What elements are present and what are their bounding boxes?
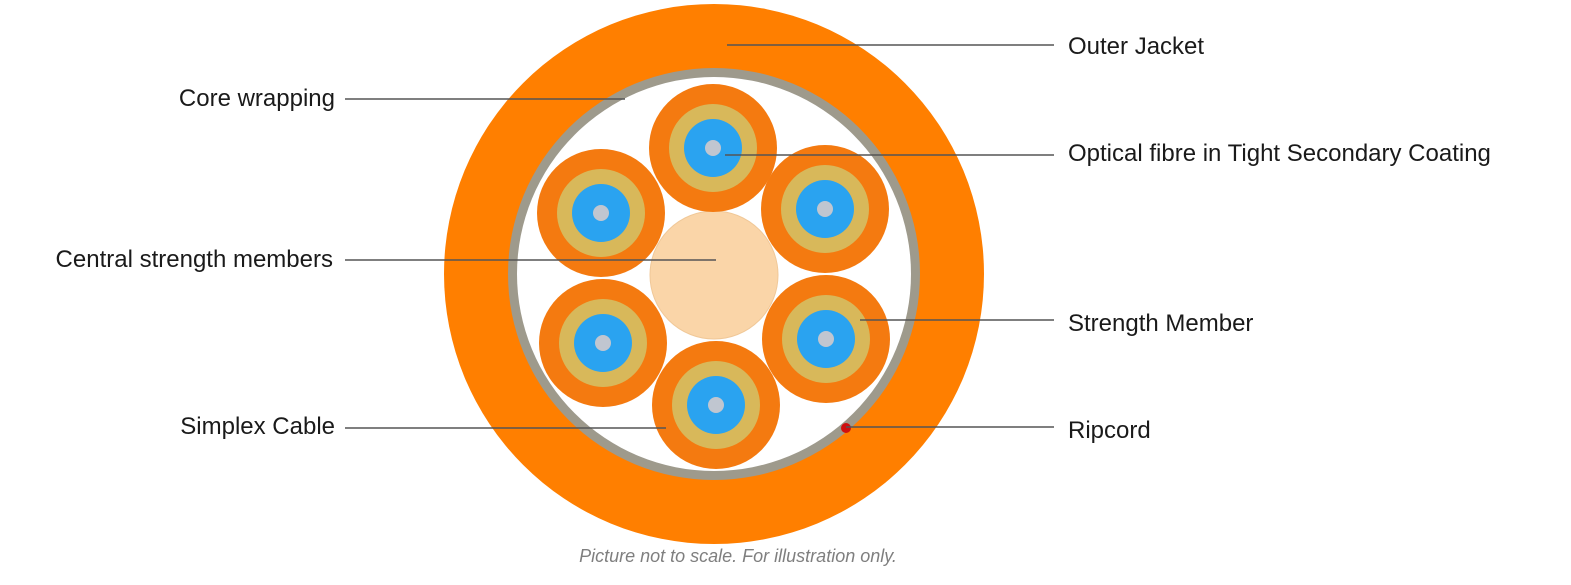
label-outer-jacket: Outer Jacket	[1068, 33, 1205, 60]
simplex-cable	[762, 275, 890, 403]
simplex-cable	[652, 341, 780, 469]
label-optical-fibre: Optical fibre in Tight Secondary Coating	[1068, 140, 1491, 167]
simplex-cable	[537, 149, 665, 277]
simplex-cable	[649, 84, 777, 212]
simplex-cable	[539, 279, 667, 407]
label-simplex-cable: Simplex Cable	[180, 413, 335, 440]
disclaimer-caption: Picture not to scale. For illustration o…	[579, 546, 897, 566]
label-core-wrapping: Core wrapping	[178, 85, 335, 112]
ripcord	[841, 423, 851, 433]
central-strength-member	[649, 210, 779, 340]
label-central-strength-members: Central strength members	[55, 246, 333, 273]
label-ripcord: Ripcord	[1068, 417, 1151, 444]
simplex-cable	[761, 145, 889, 273]
label-strength-member: Strength Member	[1068, 310, 1254, 337]
